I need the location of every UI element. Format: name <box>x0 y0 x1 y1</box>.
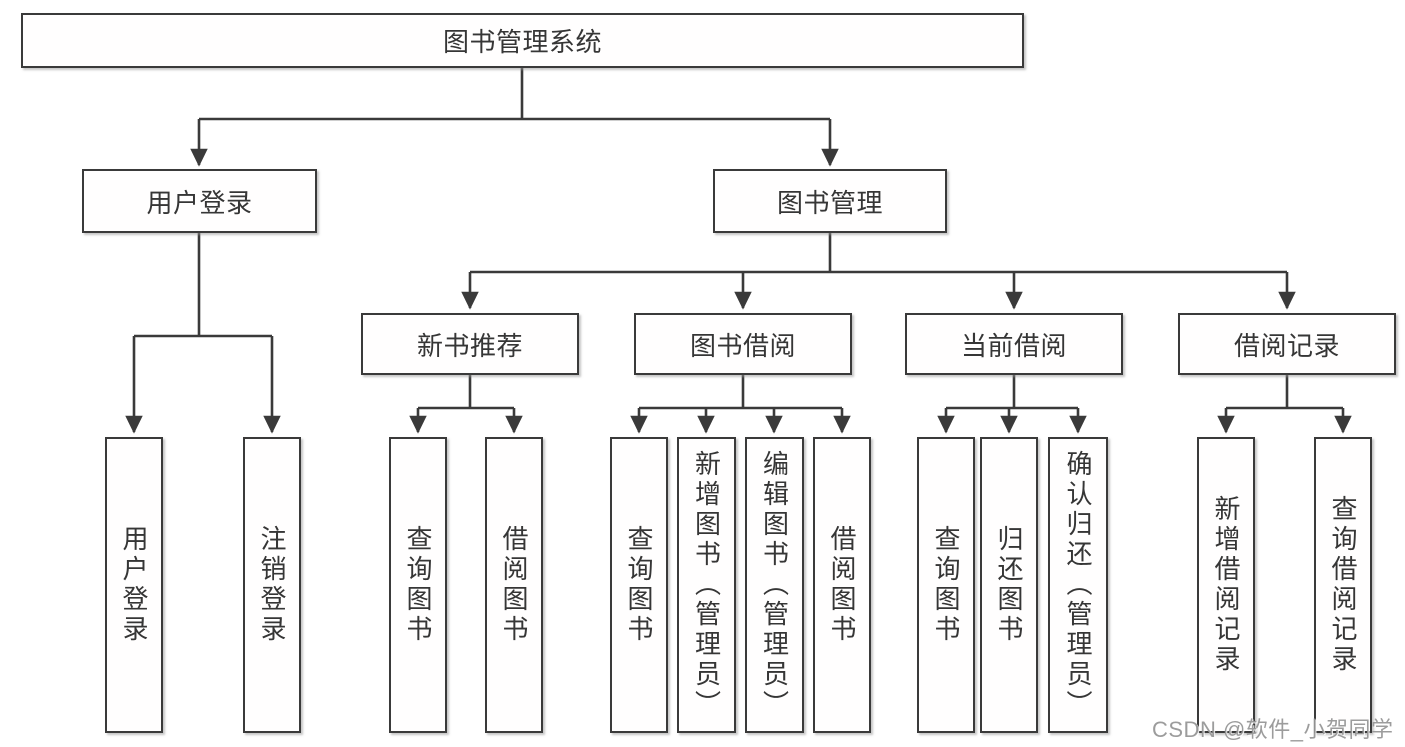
leaf-records-query-record: 查询借阅记录 <box>1314 437 1372 733</box>
leaf-current-query-books: 查询图书 <box>917 437 975 733</box>
connector-borrow-branch <box>630 375 851 434</box>
connector-login-branch <box>125 233 281 434</box>
node-user-login-branch: 用户登录 <box>82 169 317 233</box>
connector-records-branch <box>1217 375 1352 434</box>
connector-root-to-level2 <box>190 68 839 167</box>
node-borrow-records: 借阅记录 <box>1178 313 1396 375</box>
node-current-borrow: 当前借阅 <box>905 313 1123 375</box>
leaf-borrow-query-books: 查询图书 <box>610 437 668 733</box>
leaf-current-return-books: 归还图书 <box>980 437 1038 733</box>
csdn-watermark: CSDN @软件_小贺同学 <box>1152 717 1394 742</box>
connector-rec-branch <box>409 375 523 434</box>
node-book-borrow: 图书借阅 <box>634 313 852 375</box>
node-new-book-recommend: 新书推荐 <box>361 313 579 375</box>
leaf-borrow-add-books-admin: 新增图书（管理员） <box>677 437 736 733</box>
connector-current-branch <box>937 375 1087 434</box>
leaf-user-login: 用户登录 <box>105 437 163 733</box>
leaf-rec-query-books: 查询图书 <box>389 437 447 733</box>
node-book-management-branch: 图书管理 <box>713 169 947 233</box>
leaf-current-confirm-return-admin: 确认归还（管理员） <box>1048 437 1108 733</box>
node-root: 图书管理系统 <box>21 13 1024 68</box>
leaf-borrow-edit-books-admin: 编辑图书（管理员） <box>745 437 804 733</box>
leaf-borrow-borrow-books: 借阅图书 <box>813 437 871 733</box>
leaf-logout: 注销登录 <box>243 437 301 733</box>
connector-mgmt-to-level3 <box>461 233 1296 310</box>
leaf-rec-borrow-books: 借阅图书 <box>485 437 543 733</box>
leaf-records-add-record: 新增借阅记录 <box>1197 437 1255 733</box>
